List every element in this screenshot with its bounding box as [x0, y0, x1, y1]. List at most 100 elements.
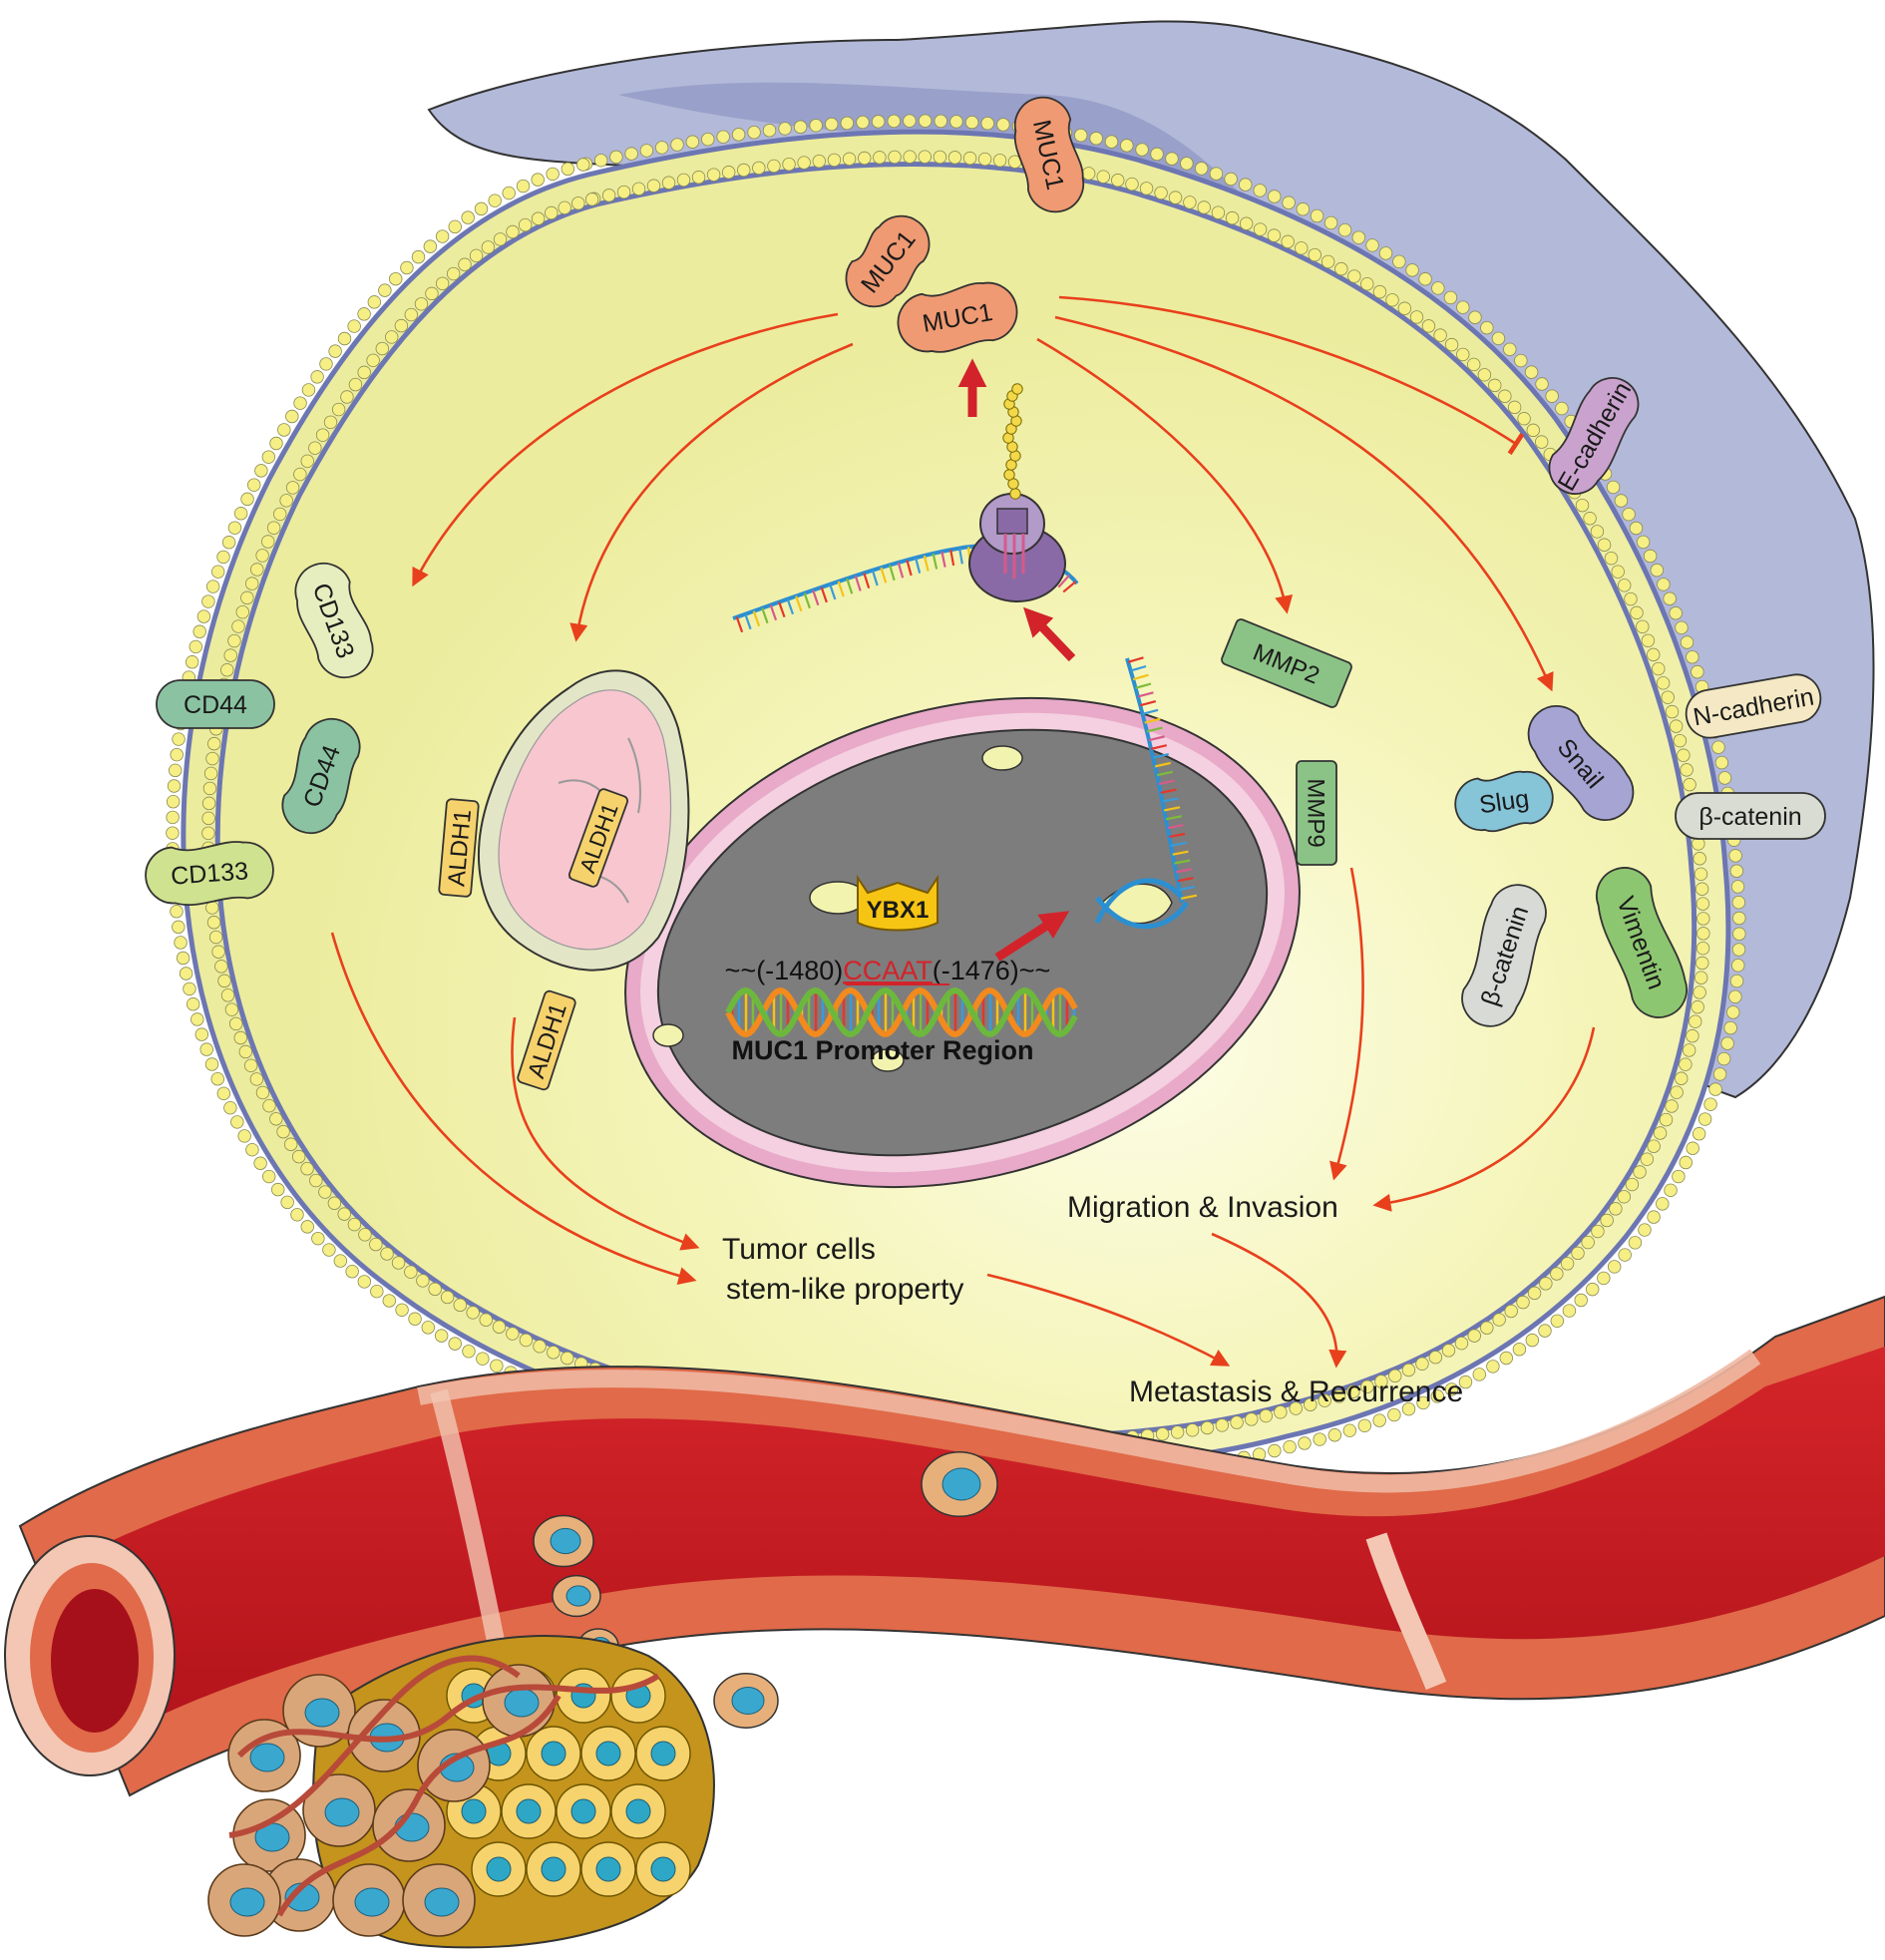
membrane-bead [392, 1257, 405, 1270]
membrane-bead [171, 748, 184, 761]
membrane-bead [1713, 1068, 1726, 1081]
membrane-bead [1442, 1345, 1455, 1358]
membrane-bead [732, 129, 745, 142]
membrane-bead [1586, 1283, 1599, 1296]
membrane-bead [236, 605, 249, 618]
membrane-bead [722, 166, 735, 179]
membrane-bead [978, 153, 991, 166]
membrane-bead [254, 1157, 267, 1170]
membrane-bead [1704, 1098, 1717, 1111]
normal-tissue-nucleus [542, 1742, 566, 1765]
membrane-bead [874, 152, 887, 165]
membrane-bead [858, 152, 871, 165]
membrane-bead [1631, 606, 1644, 619]
membrane-bead [904, 115, 917, 128]
membrane-bead [409, 1313, 422, 1326]
membrane-bead [1608, 1261, 1621, 1274]
membrane-bead [1556, 402, 1569, 415]
membrane-bead [1732, 896, 1745, 909]
membrane-bead [1352, 231, 1365, 244]
membrane-bead [1268, 191, 1281, 203]
promoter-prefix: ~~(-1480) [725, 956, 844, 985]
membrane-bead [1605, 552, 1618, 565]
membrane-bead [220, 663, 233, 676]
membrane-bead [517, 180, 530, 193]
membrane-bead [1673, 1170, 1686, 1183]
membrane-bead [981, 117, 994, 130]
membrane-bead [1639, 1224, 1652, 1237]
membrane-bead [312, 1232, 325, 1245]
membrane-bead [167, 795, 180, 808]
amino-acid-bead [1004, 470, 1014, 480]
membrane-bead [1698, 1113, 1711, 1126]
membrane-bead [1715, 756, 1728, 769]
membrane-bead [415, 297, 428, 310]
membrane-bead [359, 1229, 372, 1242]
tumor-cell-nucleus [566, 1586, 590, 1606]
membrane-bead [701, 133, 714, 146]
membrane-bead [246, 1143, 259, 1156]
membrane-bead [395, 319, 408, 332]
normal-tissue-nucleus [651, 1857, 675, 1881]
membrane-bead [462, 211, 475, 224]
membrane-bead [1338, 223, 1351, 236]
membrane-bead [341, 391, 354, 404]
membrane-bead [221, 989, 234, 1002]
membrane-bead [1695, 972, 1707, 984]
membrane-bead [1492, 332, 1505, 345]
membrane-bead [467, 1307, 480, 1320]
membrane-bead [1136, 144, 1149, 157]
membrane-bead [256, 1086, 269, 1099]
membrane-bead [1687, 1029, 1699, 1042]
membrane-bead [1406, 264, 1419, 277]
membrane-bead [532, 174, 545, 187]
nucleolus-spot [982, 746, 1022, 770]
membrane-bead [1499, 390, 1512, 403]
membrane-bead [1283, 196, 1296, 209]
membrane-bead [1186, 1424, 1199, 1437]
membrane-bead [270, 437, 283, 450]
membrane-bead [1140, 183, 1153, 196]
membrane-bead [1540, 1278, 1553, 1291]
membrane-bead [212, 946, 225, 959]
membrane-bead [494, 233, 507, 246]
membrane-bead [207, 916, 220, 929]
membrane-bead [965, 116, 978, 129]
promoter-suffix: (-1476)~~ [933, 956, 1051, 985]
membrane-bead [229, 1017, 242, 1030]
membrane-bead [449, 220, 462, 233]
membrane-bead [1090, 132, 1103, 145]
metastasis-recurrence-label: Metastasis & Recurrence [1129, 1375, 1463, 1408]
membrane-bead [187, 997, 199, 1010]
membrane-bead [477, 1353, 490, 1366]
membrane-bead [545, 206, 558, 219]
membrane-bead [519, 218, 532, 231]
membrane-bead [1226, 211, 1239, 224]
membrane-bead [532, 212, 545, 225]
promoter-sequence: ~~(-1480)CCAAT(-1476)~~ [725, 956, 1051, 985]
membrane-bead [1656, 1198, 1669, 1211]
membrane-bead [1410, 311, 1423, 324]
membrane-bead [271, 1183, 284, 1196]
membrane-bead [1733, 912, 1746, 925]
membrane-bead [1343, 1424, 1356, 1437]
membrane-bead [200, 1043, 213, 1056]
membrane-bead [1696, 883, 1708, 896]
membrane-bead [1681, 636, 1694, 649]
membrane-bead [447, 267, 460, 280]
membrane-bead [1625, 592, 1638, 605]
membrane-bead [1282, 235, 1295, 248]
membrane-bead [841, 117, 854, 130]
membrane-bead [1198, 201, 1211, 214]
tumor-cell-nucleus [325, 1798, 359, 1826]
membrane-bead [202, 812, 215, 825]
membrane-bead [316, 429, 329, 442]
membrane-bead [919, 115, 932, 128]
membrane-bead [1473, 1369, 1486, 1381]
membrane-bead [1680, 1058, 1693, 1071]
membrane-bead [1692, 665, 1704, 678]
membrane-bead [1658, 579, 1671, 591]
membrane-bead [1513, 1343, 1526, 1356]
